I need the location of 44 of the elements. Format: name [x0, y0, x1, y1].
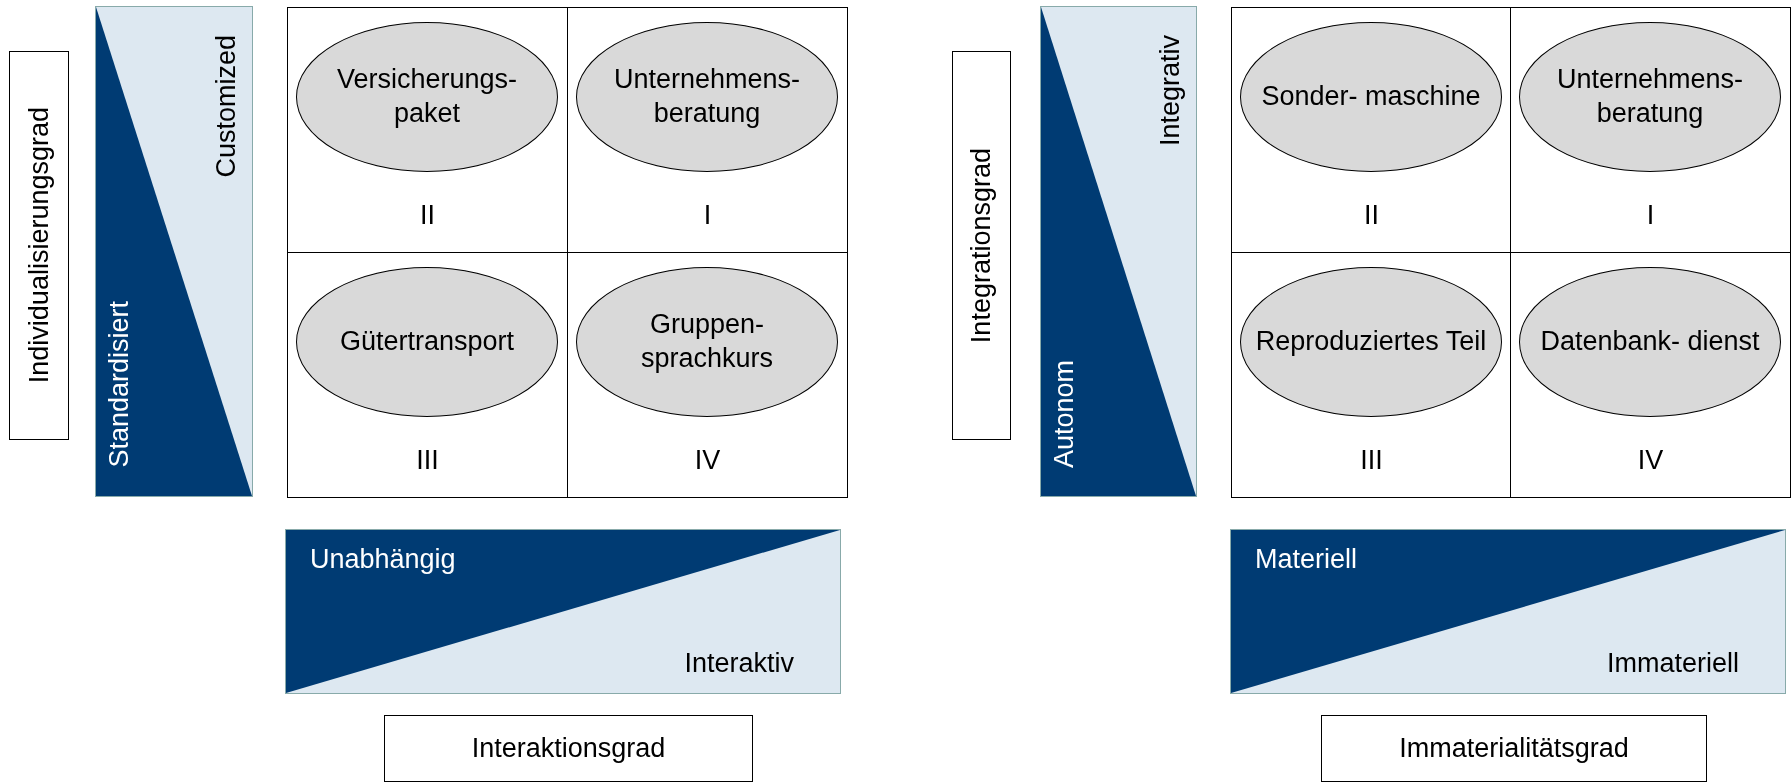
matrix-quadrant	[1231, 7, 1512, 253]
scale-end-label: Customized	[211, 35, 242, 178]
quadrant-number: II	[419, 200, 436, 231]
matrix-quadrant	[1231, 252, 1512, 498]
quadrant-number: IV	[1636, 445, 1665, 476]
axis-title: Integrationsgrad	[966, 147, 997, 344]
scale-end-label: Immateriell	[1606, 648, 1739, 679]
diagonal-split-bar	[1040, 6, 1197, 497]
quadrant-number: IV	[693, 445, 722, 476]
quadrant-number: I	[1645, 200, 1656, 231]
example-ellipse: Sonder- maschine	[1240, 22, 1502, 172]
diagonal-split-bar	[285, 529, 841, 694]
example-ellipse: Datenbank- dienst	[1519, 267, 1781, 417]
axis-title-box	[952, 51, 1011, 440]
matrix-quadrant	[287, 7, 568, 253]
quadrant-number: III	[1359, 445, 1384, 476]
diagonal-split-bar	[95, 6, 253, 497]
matrix-quadrant	[567, 7, 848, 253]
axis-title-box	[384, 715, 753, 782]
example-ellipse: Reproduziertes Teil	[1240, 267, 1502, 417]
scale-end-label: Autonom	[1049, 359, 1080, 468]
diagonal-split-bar	[1230, 529, 1786, 694]
scale-end-label: Interaktiv	[684, 648, 794, 679]
matrix-quadrant	[1510, 252, 1791, 498]
quadrant-number: I	[702, 200, 713, 231]
matrix-quadrant	[567, 252, 848, 498]
scale-end-label: Unabhängig	[310, 544, 456, 575]
matrix-quadrant	[1510, 7, 1791, 253]
quadrant-number: II	[1363, 200, 1380, 231]
scale-end-label: Integrativ	[1155, 35, 1186, 147]
example-ellipse: Unternehmens- beratung	[1519, 22, 1781, 172]
axis-title-box	[1321, 715, 1707, 782]
example-ellipse: Gütertransport	[296, 267, 558, 417]
axis-title-box	[9, 51, 69, 440]
axis-title: Immaterialitätsgrad	[1399, 733, 1629, 764]
axis-title: Individualisierungsgrad	[23, 107, 55, 384]
example-ellipse: Unternehmens- beratung	[576, 22, 838, 172]
scale-end-label: Materiell	[1255, 544, 1358, 575]
axis-title: Interaktionsgrad	[471, 733, 666, 764]
scale-end-label: Standardisiert	[104, 301, 135, 468]
example-ellipse: Gruppen- sprachkurs	[576, 267, 838, 417]
matrix-quadrant	[287, 252, 568, 498]
quadrant-number: III	[415, 445, 440, 476]
example-ellipse: Versicherungs- paket	[296, 22, 558, 172]
